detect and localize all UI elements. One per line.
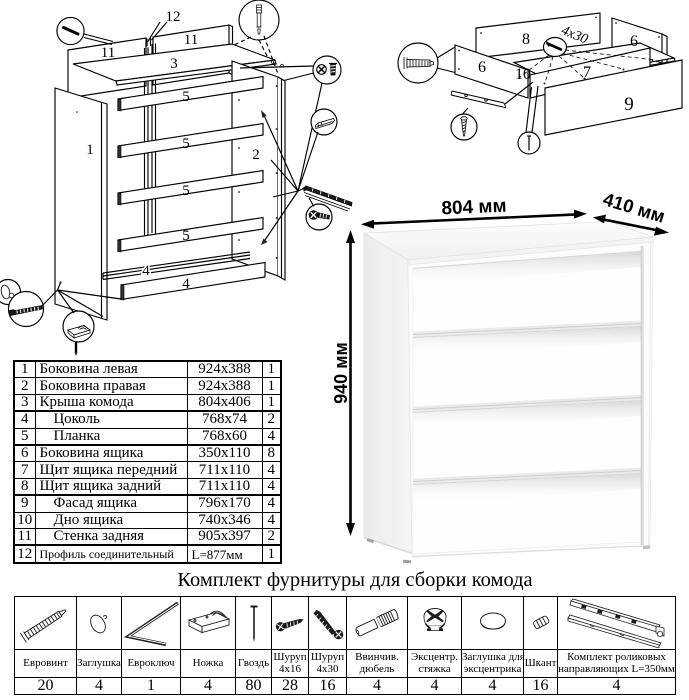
svg-text:9: 9 <box>624 94 634 115</box>
svg-text:11: 11 <box>101 45 115 61</box>
svg-text:11: 11 <box>184 32 198 48</box>
svg-text:5: 5 <box>182 136 190 152</box>
svg-text:940 мм: 940 мм <box>331 342 351 404</box>
svg-text:1: 1 <box>86 142 94 158</box>
svg-text:12: 12 <box>166 9 181 25</box>
svg-text:8: 8 <box>522 31 530 48</box>
svg-text:6: 6 <box>478 59 486 76</box>
svg-text:804 мм: 804 мм <box>441 196 507 220</box>
svg-text:4: 4 <box>182 276 190 292</box>
svg-text:5: 5 <box>182 89 190 105</box>
svg-text:6: 6 <box>630 33 638 50</box>
svg-text:3: 3 <box>170 56 178 72</box>
svg-text:7: 7 <box>583 64 591 81</box>
svg-text:4: 4 <box>142 263 150 279</box>
svg-text:2: 2 <box>252 147 260 163</box>
svg-text:10: 10 <box>515 66 531 83</box>
svg-text:5: 5 <box>182 228 190 244</box>
svg-text:5: 5 <box>182 183 190 199</box>
